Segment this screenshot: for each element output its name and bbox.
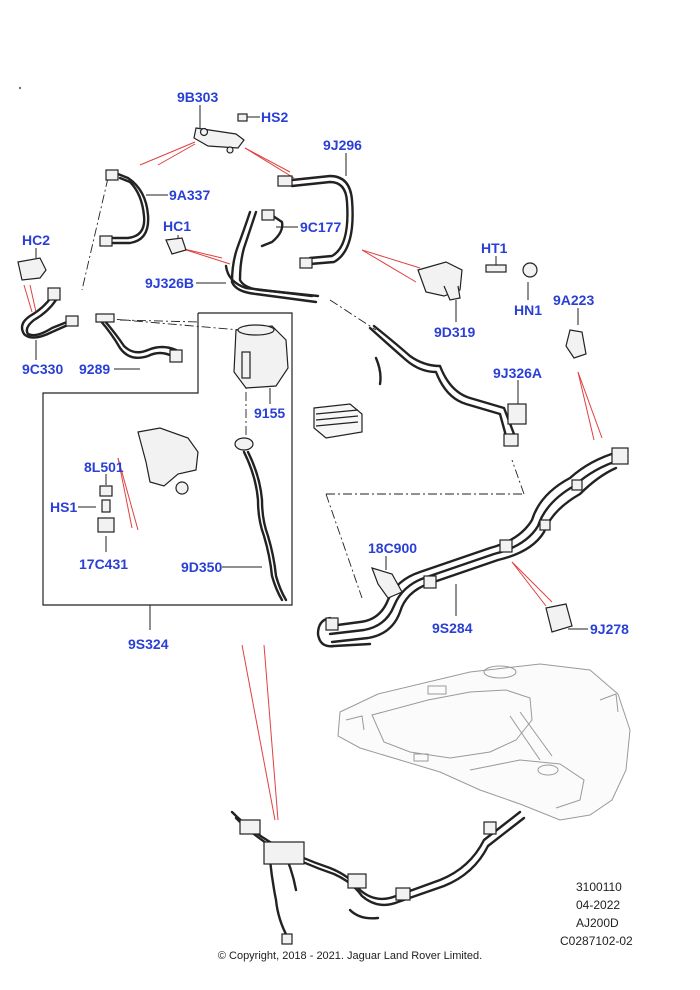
callout-9a223[interactable]: 9A223 [553,292,595,308]
red-reference-lines [23,141,603,821]
callout-9j326b[interactable]: 9J326B [145,275,195,291]
drawing-model: AJ200D [576,916,619,930]
copyright-notice: © Copyright, 2018 - 2021. Jaguar Land Ro… [217,950,483,962]
callout-9b303[interactable]: 9B303 [177,89,219,105]
drawing-reference: C0287102-02 [560,934,633,948]
corner-mark [18,86,22,90]
callout-leaders [35,105,588,630]
callout-9d319[interactable]: 9D319 [434,324,476,340]
connection-lines [81,177,525,599]
callout-hs2[interactable]: HS2 [261,109,289,125]
callout-ht1[interactable]: HT1 [481,240,508,256]
callout-9a337[interactable]: 9A337 [169,187,211,203]
callout-hc1[interactable]: HC1 [163,218,192,234]
drawing-date: 04-2022 [576,898,621,912]
fuel-tank [337,663,631,821]
callout-18c900[interactable]: 18C900 [368,540,418,556]
callout-9289[interactable]: 9289 [79,361,111,377]
callout-9c330[interactable]: 9C330 [22,361,64,377]
drawing-number: 3100110 [576,880,622,894]
callout-hc2[interactable]: HC2 [22,232,51,248]
subassembly-frame [42,312,293,606]
callout-8l501[interactable]: 8L501 [84,459,124,475]
callout-17c431[interactable]: 17C431 [79,556,129,572]
callout-9j326a[interactable]: 9J326A [493,365,543,381]
callout-9s324[interactable]: 9S324 [128,636,169,652]
callout-9155[interactable]: 9155 [254,405,286,421]
callout-9j278[interactable]: 9J278 [590,621,629,637]
callout-9c177[interactable]: 9C177 [300,219,342,235]
callout-9d350[interactable]: 9D350 [181,559,223,575]
callout-hs1[interactable]: HS1 [50,499,78,515]
callout-9j296[interactable]: 9J296 [323,137,362,153]
callout-9s284[interactable]: 9S284 [432,620,473,636]
components [17,113,629,945]
callout-hn1[interactable]: HN1 [514,302,543,318]
